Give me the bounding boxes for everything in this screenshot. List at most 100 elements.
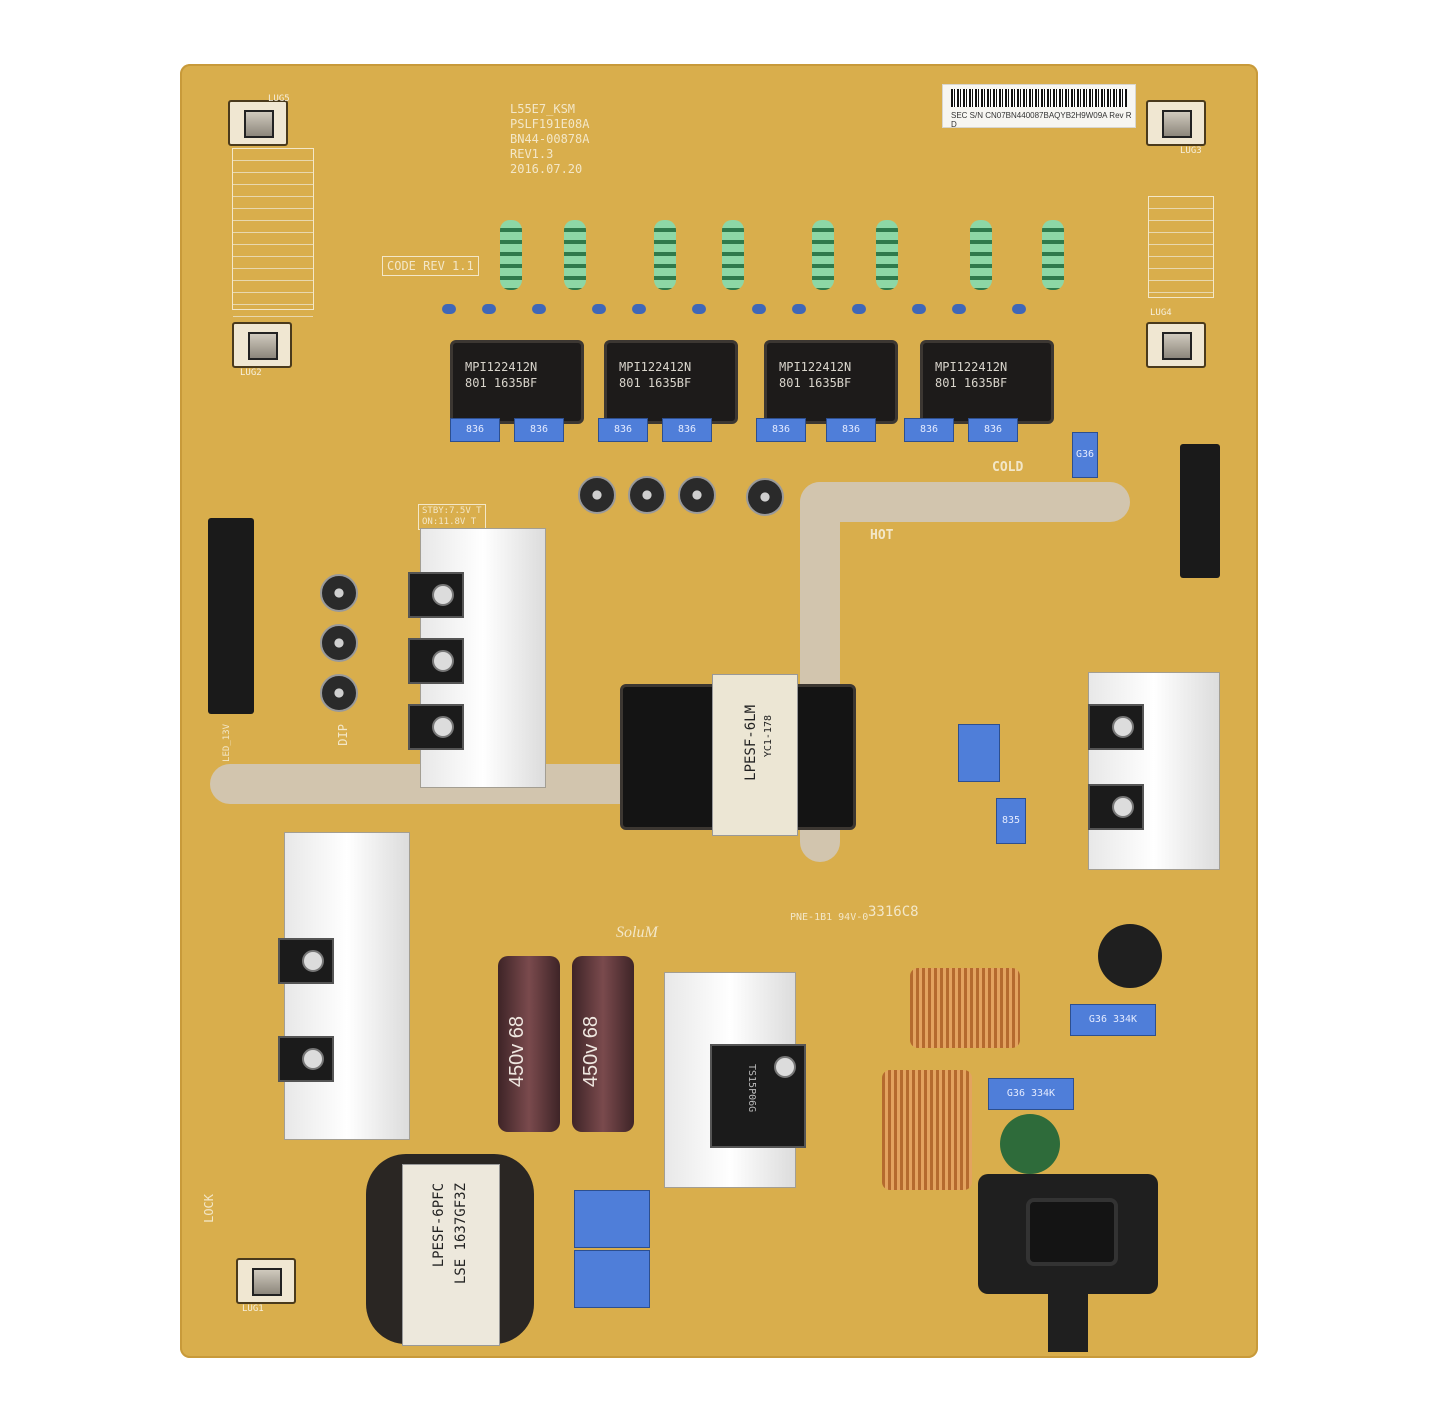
ceramic-cap [442,304,456,314]
film-cap: 836 [450,418,500,442]
common-mode-choke [882,1070,972,1190]
pfc-label: LPESF-6PFC LSE 1637GF3Z [402,1164,500,1346]
inductor-text: 801 1635BF [779,376,852,390]
varistor [1000,1114,1060,1174]
bulk-capacitor: 450v 68 [498,956,560,1132]
model-line: PSLF191E08A [510,117,590,131]
lug-label: LUG1 [242,1304,264,1314]
connector [1180,444,1220,578]
electrolytic-cap [320,674,358,712]
ceramic-cap [692,304,706,314]
lug-4 [1146,322,1206,368]
ceramic-cap [592,304,606,314]
ceramic-cap [852,304,866,314]
brand-logo: SoluM [616,924,658,941]
film-cap: 836 [662,418,712,442]
model-text: L55E7_KSM PSLF191E08A BN44-00878A REV1.3… [510,102,589,177]
ceramic-cap [952,304,966,314]
stby-label: STBY:7.5V T ON:11.8V T [418,504,486,530]
transistor [1088,704,1144,750]
pin-table [232,148,314,317]
heatsink [284,832,410,1140]
common-mode-choke [910,968,1020,1048]
serial-sticker: SEC S/N CN07BN440087BAQYB2H9W09A Rev R D [942,84,1136,129]
ceramic-cap [752,304,766,314]
x-capacitor [574,1250,650,1308]
film-cap: G36 334K [988,1078,1074,1110]
film-cap: 836 [598,418,648,442]
heatsink [1088,672,1220,870]
serial-text: SEC S/N CN07BN440087BAQYB2H9W09A Rev R D [951,111,1132,129]
inductor-text: MPI122412N [465,360,538,374]
date-code: 3316C8 [868,904,919,920]
code-rev-label: CODE REV 1.1 [382,256,479,276]
electrolytic-cap [628,476,666,514]
hot-label: HOT [870,528,894,543]
dip-label: DIP [336,724,350,746]
lug-label: LUG4 [1150,308,1172,318]
inductor-text: MPI122412N [779,360,852,374]
inductor-text: 801 1635BF [465,376,538,390]
film-cap: G36 334K [1070,1004,1156,1036]
model-line: 2016.07.20 [510,162,583,176]
electrolytic-cap [320,624,358,662]
inductor-text: 801 1635BF [935,376,1008,390]
stby-line: STBY:7.5V T [422,506,482,516]
film-cap: 836 [904,418,954,442]
transistor [408,638,464,684]
film-cap [958,724,1000,782]
bulk-capacitor: 450v 68 [572,956,634,1132]
transistor [408,704,464,750]
bulk-cap-label: 450v 68 [506,1016,528,1088]
transistor [278,1036,334,1082]
led-label: LED_13V [222,724,232,762]
resistor [500,220,522,290]
resistor [1042,220,1064,290]
inductor: MPI122412N 801 1635BF [604,340,738,424]
transistor [1088,784,1144,830]
bridge-label: TS15P06G [746,1064,757,1113]
barcode [951,89,1127,107]
resistor [564,220,586,290]
electrolytic-cap [578,476,616,514]
lug-1 [236,1258,296,1304]
pin-table [1148,196,1214,298]
pcb-board: SEC S/N CN07BN440087BAQYB2H9W09A Rev R D… [180,64,1258,1358]
film-cap: 836 [756,418,806,442]
connector [208,518,254,714]
resistor [722,220,744,290]
bulk-cap-label: 450v 68 [580,1016,602,1088]
lock-label: LOCK [202,1194,216,1223]
stby-line: ON:11.8V T [422,517,477,527]
lug-label: LUG3 [1180,146,1202,156]
ceramic-cap [792,304,806,314]
pfc-text: LSE 1637GF3Z [453,1183,469,1285]
model-line: L55E7_KSM [510,102,576,116]
transformer-text: YC1-178 [763,715,774,758]
inductor-text: 801 1635BF [619,376,692,390]
ceramic-cap [912,304,926,314]
resistor [970,220,992,290]
transistor [278,938,334,984]
x-capacitor [574,1190,650,1248]
film-cap: G36 [1072,432,1098,478]
electrolytic-cap [678,476,716,514]
resistor [876,220,898,290]
ul-marking: PNE-1B1 94V-0 [790,912,869,923]
ac-inlet [978,1174,1158,1352]
ceramic-cap [482,304,496,314]
film-cap: 836 [514,418,564,442]
bridge-rectifier [710,1044,806,1148]
inductor: MPI122412N 801 1635BF [450,340,584,424]
ceramic-cap [1012,304,1026,314]
inductor-text: MPI122412N [935,360,1008,374]
lug-label: LUG5 [268,94,290,104]
electrolytic-cap [320,574,358,612]
model-line: BN44-00878A [510,132,590,146]
film-cap: 836 [968,418,1018,442]
lug-3 [1146,100,1206,146]
transistor [408,572,464,618]
resistor [812,220,834,290]
lug-label: LUG2 [240,368,262,378]
inductor-text: MPI122412N [619,360,692,374]
